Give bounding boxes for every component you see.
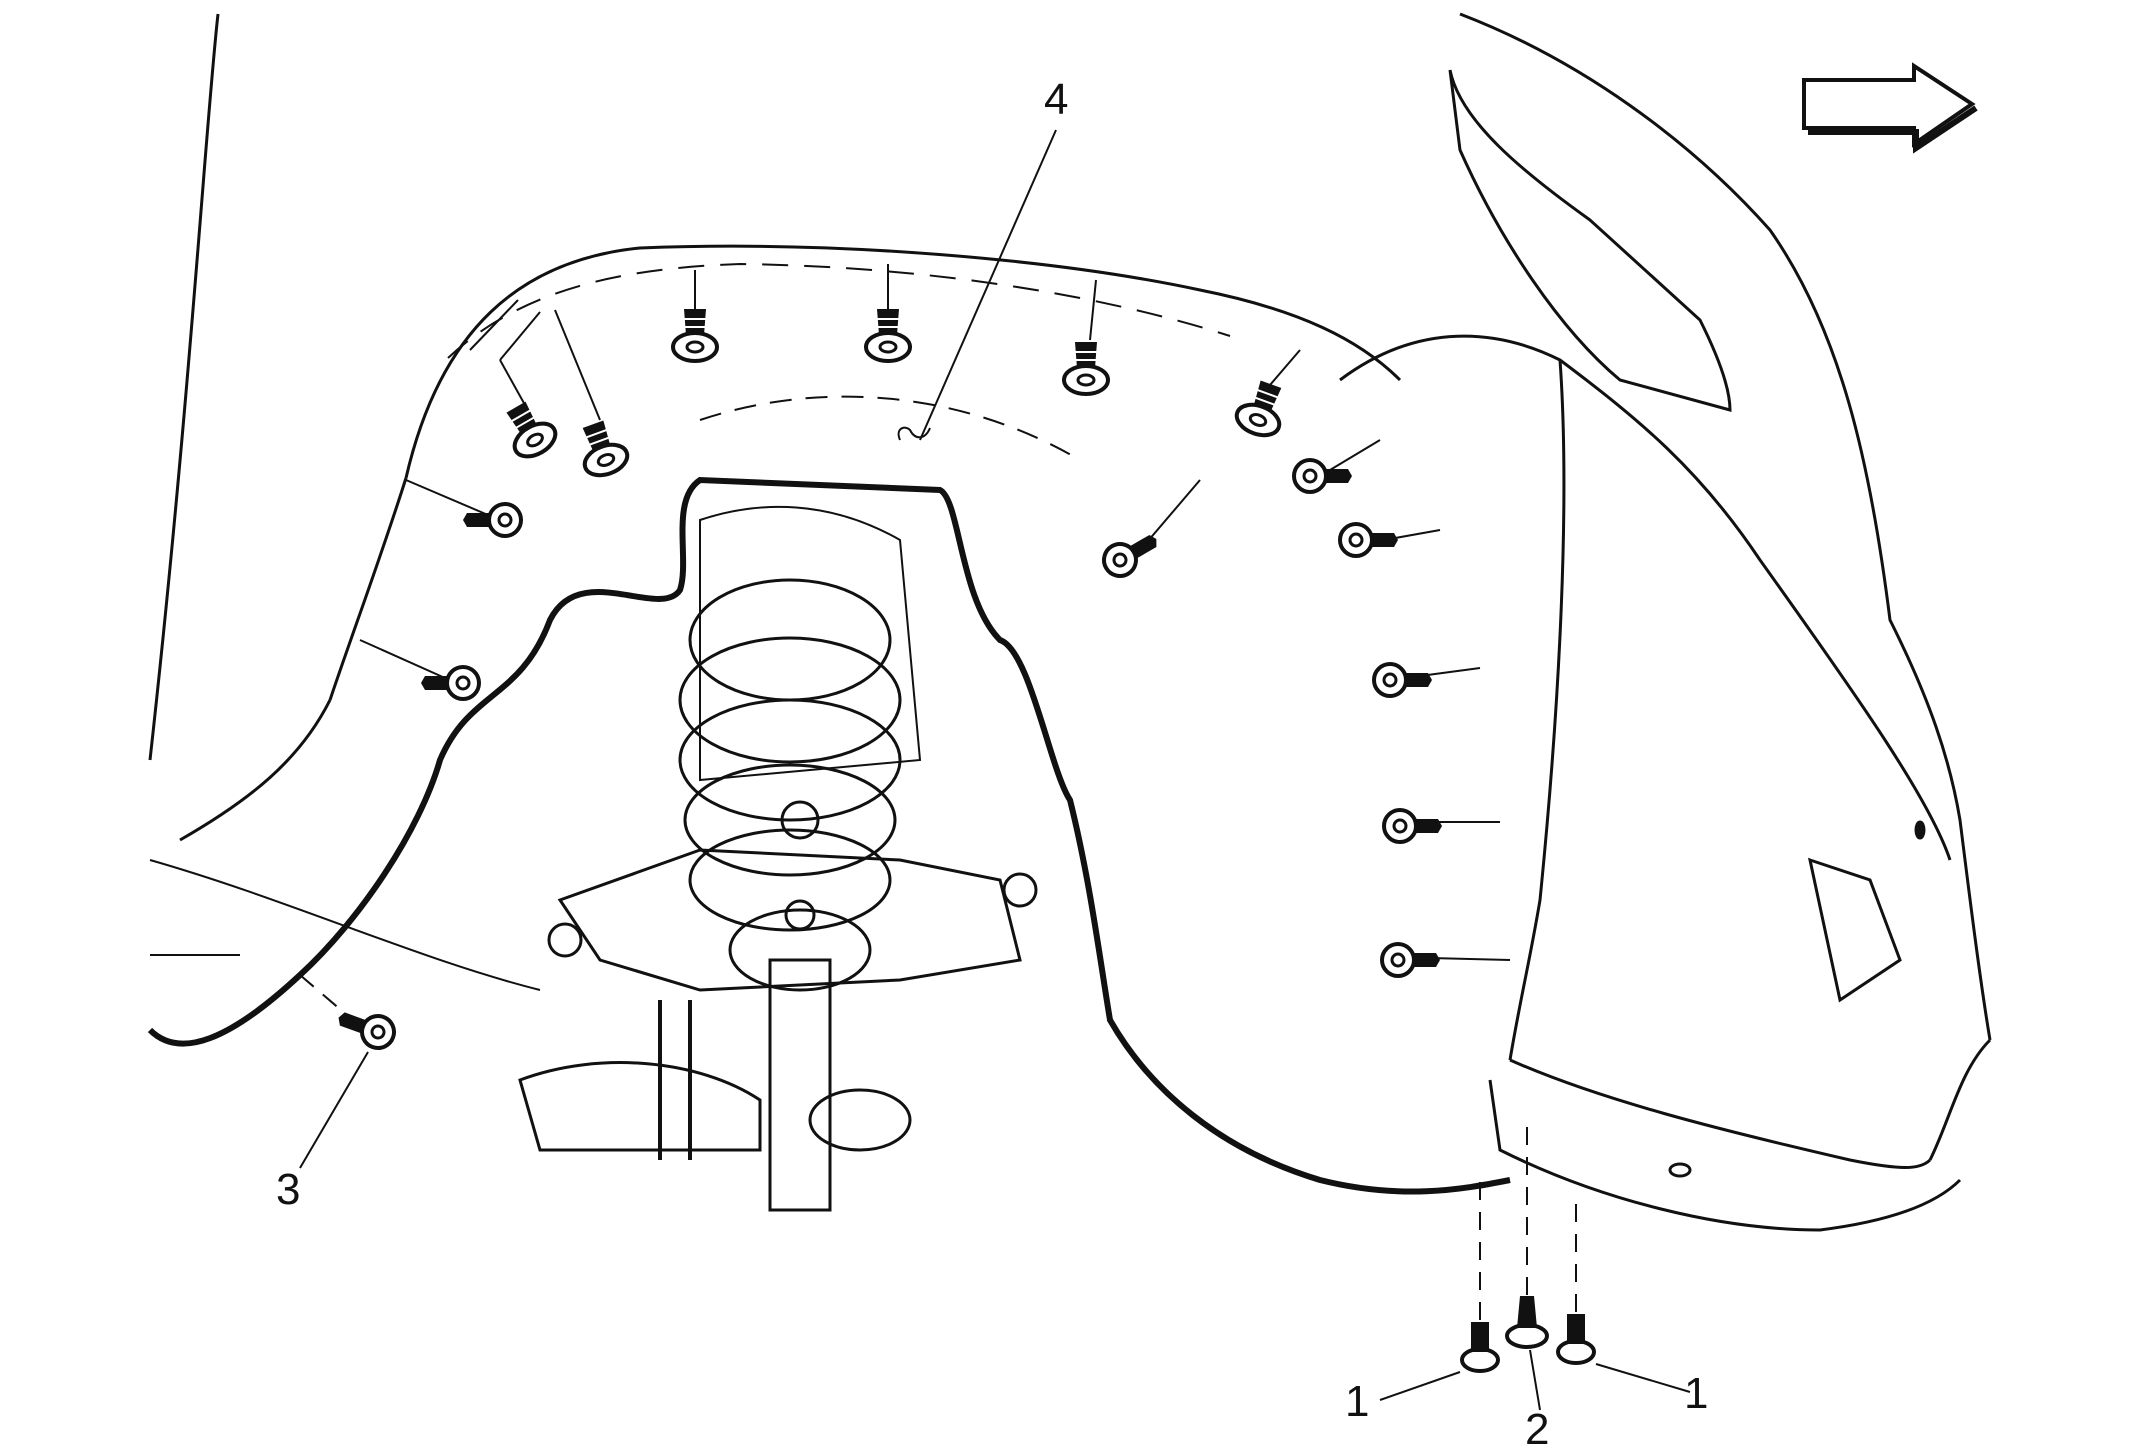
callout-4: 4 — [1044, 75, 1069, 124]
fastener-icon — [1292, 458, 1354, 494]
callout-1-left: 1 — [1345, 1377, 1370, 1426]
right-arrow-icon — [1802, 62, 1978, 154]
fastener-icon — [1380, 942, 1442, 978]
clip-icon — [864, 307, 912, 363]
front-fascia — [1339, 12, 1992, 1232]
callout-3: 3 — [276, 1165, 301, 1214]
callout-2: 2 — [1525, 1405, 1550, 1454]
fastener-icon — [1372, 662, 1434, 698]
clip-icon — [671, 307, 719, 363]
callout-1-right: 1 — [1684, 1369, 1709, 1418]
liner-retainer-clips — [494, 307, 1294, 483]
fastener-icon — [331, 1000, 401, 1055]
pushpin-icon — [1505, 1296, 1549, 1349]
fastener-leaders — [299, 264, 1511, 1023]
suspension-assembly — [518, 505, 1038, 1212]
bolt-icon — [1556, 1314, 1596, 1365]
clip-icon — [1230, 374, 1294, 443]
body-panel-left — [148, 13, 541, 991]
callout-leaders — [299, 129, 1691, 1411]
bolt-icon — [1460, 1322, 1500, 1373]
clip-icon — [1062, 340, 1110, 396]
clip-icon — [494, 394, 564, 466]
fastener-icon — [1382, 808, 1444, 844]
liner-fasteners — [331, 458, 1444, 1055]
wheel-opening-edge — [147, 476, 1511, 1195]
wheelhouse-liner — [179, 244, 1402, 842]
clip-icon — [570, 414, 634, 483]
lower-fasteners — [1460, 1120, 1596, 1373]
